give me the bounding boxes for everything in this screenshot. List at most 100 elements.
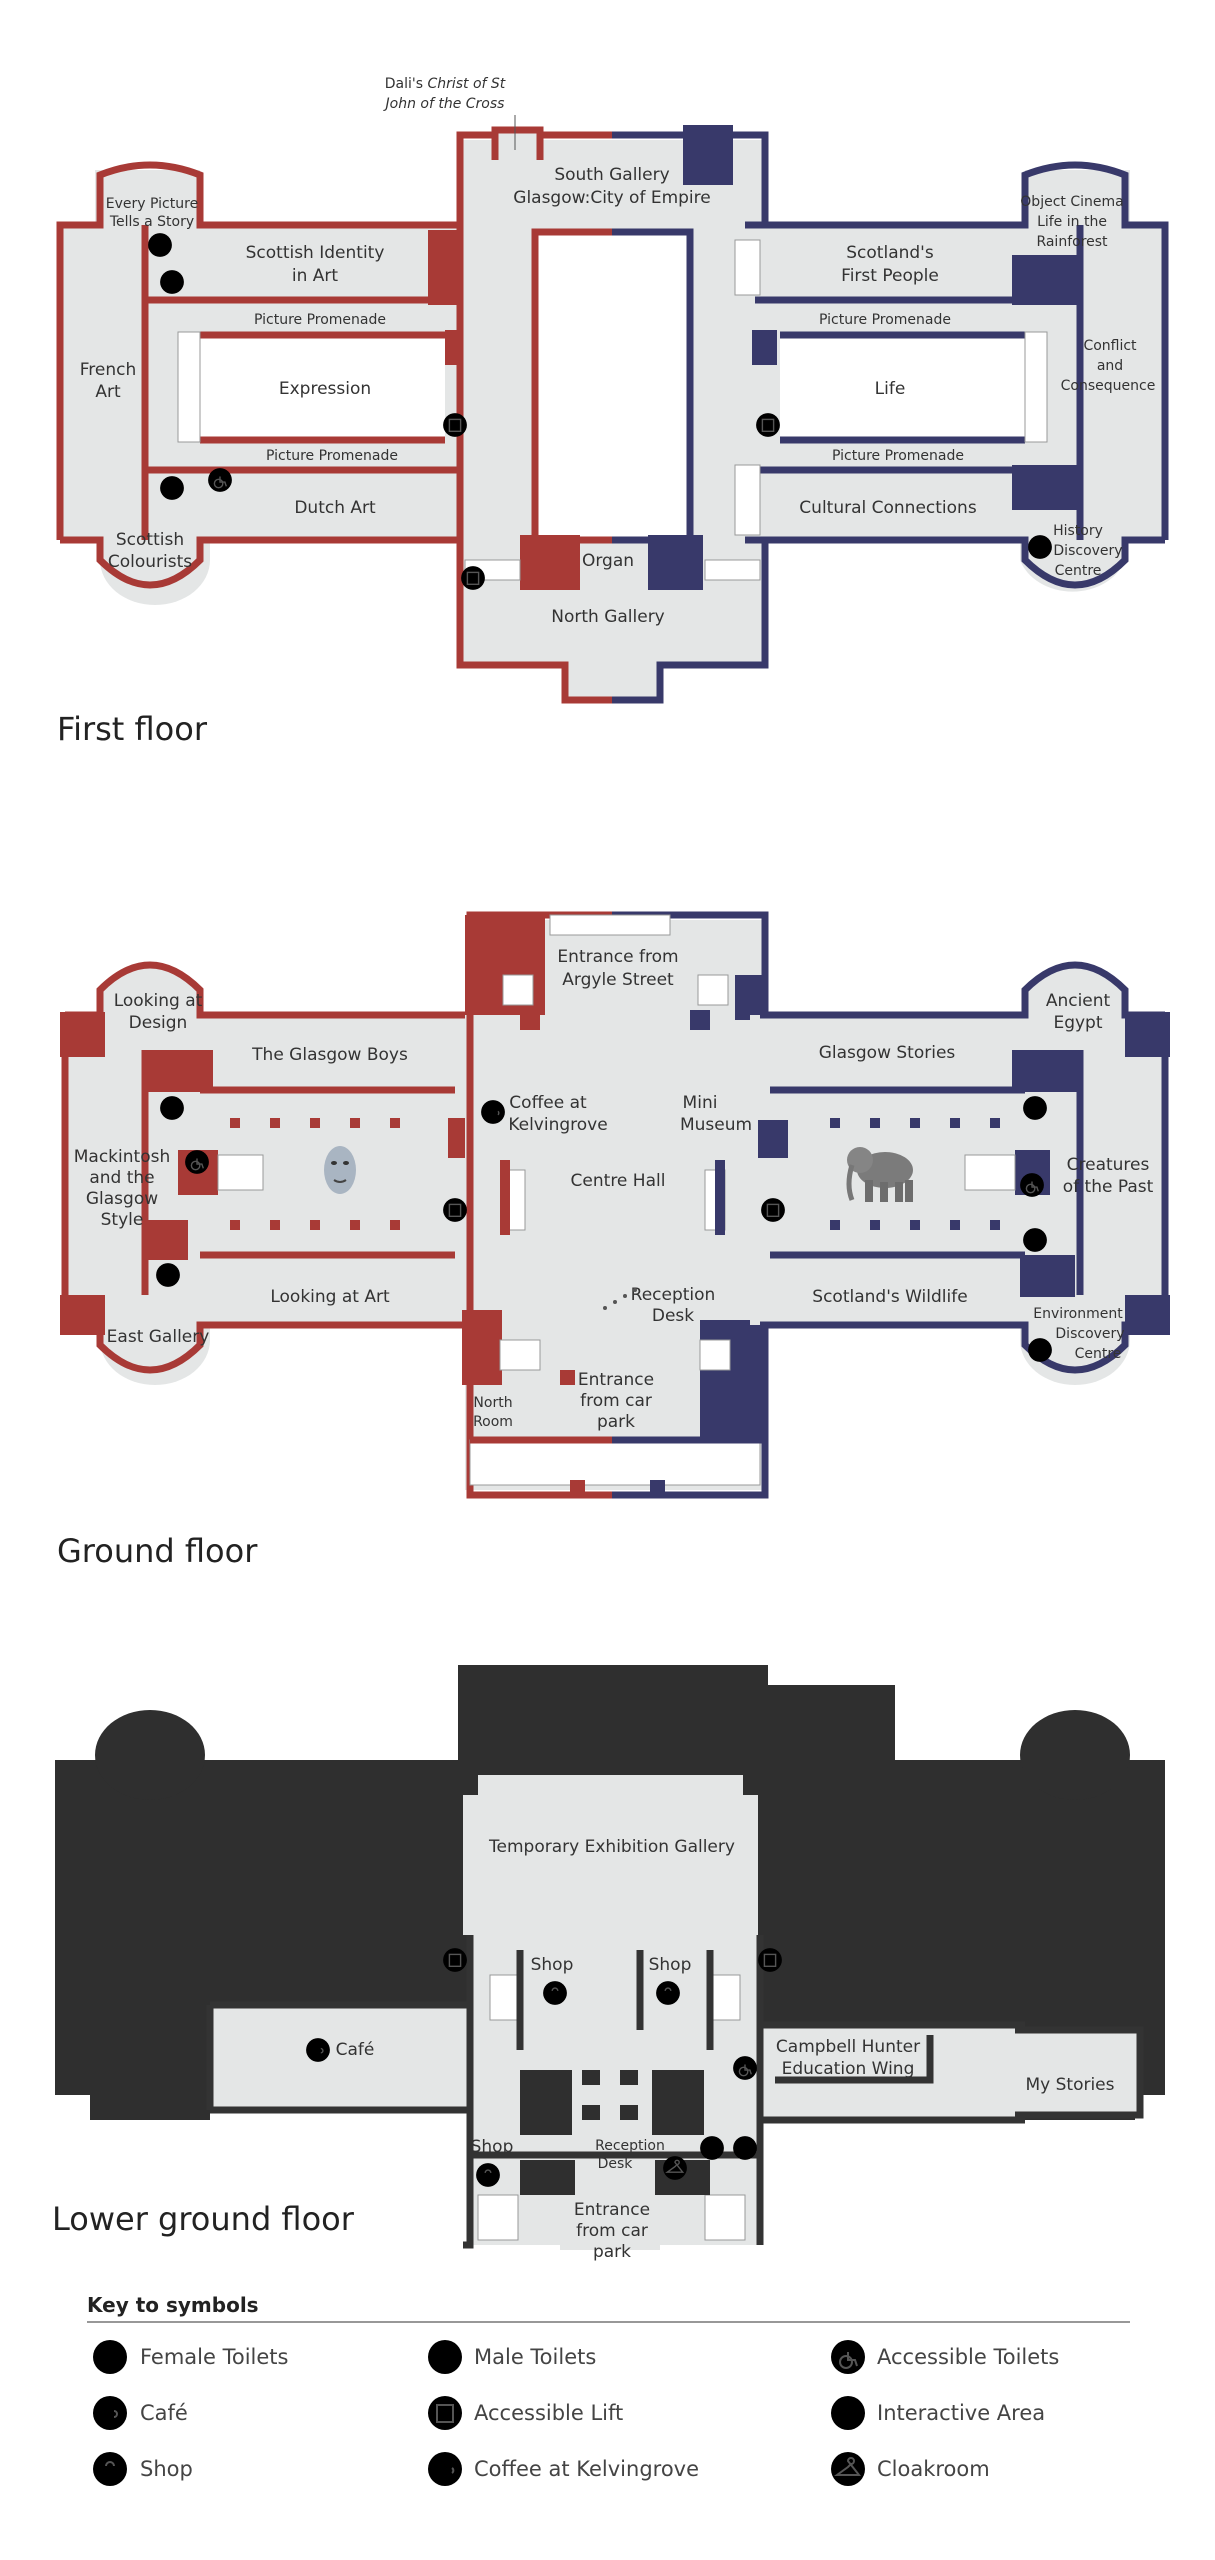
first-floor-plan: Dali's Christ of St John of the Cross So… xyxy=(56,76,1169,748)
label-life: Life xyxy=(875,379,906,399)
label-campbell-hunter: Campbell Hunter xyxy=(776,2037,920,2057)
label-object-cinema: Object Cinema xyxy=(1020,194,1123,210)
label-glasgow-boys: The Glasgow Boys xyxy=(251,1045,408,1065)
label-ancient-egypt: Ancient xyxy=(1046,991,1111,1011)
label-shop-bottom: Shop xyxy=(471,2137,514,2157)
label-scottish-identity: Scottish Identity xyxy=(246,243,385,263)
label-object-cinema-line3: Rainforest xyxy=(1036,234,1108,250)
floor-title-ground: Ground floor xyxy=(57,1532,258,1570)
label-glasgow-city-of-empire: Glasgow:City of Empire xyxy=(513,188,710,208)
key-label-accessible-lift: Accessible Lift xyxy=(474,2401,623,2425)
label-lower-entrance-line3: park xyxy=(593,2242,631,2262)
label-creatures-of-the-past: Creatures xyxy=(1067,1155,1150,1175)
label-expression: Expression xyxy=(279,379,371,399)
label-scotlands-first-people: Scotland's xyxy=(846,243,934,263)
label-lower-entrance-line2: from car xyxy=(576,2221,648,2241)
cafe-icon xyxy=(92,2395,128,2431)
label-scottish-identity-line2: in Art xyxy=(292,266,339,286)
shop-icon xyxy=(475,2162,501,2188)
key-label-shop: Shop xyxy=(140,2457,193,2481)
interactive-area-icon xyxy=(1028,1338,1052,1362)
label-every-picture: Every Picture xyxy=(106,196,198,212)
label-coffee-kelvingrove: Coffee at xyxy=(509,1093,587,1113)
key-label-interactive-area: Interactive Area xyxy=(877,2401,1045,2425)
accessible-lift-icon xyxy=(442,412,468,438)
symbol-key: Key to symbols Female Toilets Male Toile… xyxy=(87,2293,1130,2487)
coffee-icon xyxy=(427,2451,463,2487)
key-label-female-toilets: Female Toilets xyxy=(140,2345,288,2369)
label-environment-discovery: Environment xyxy=(1033,1306,1123,1322)
male-toilets-icon xyxy=(156,1263,180,1287)
label-lower-reception-line2: Desk xyxy=(598,2156,634,2172)
key-label-coffee: Coffee at Kelvingrove xyxy=(474,2457,699,2481)
label-organ: Organ xyxy=(582,551,634,571)
reception-dots xyxy=(603,1288,637,1310)
label-environment-discovery-line3: Centre xyxy=(1075,1346,1122,1362)
label-mini-museum-line2: Museum xyxy=(680,1115,752,1135)
key-label-cloakroom: Cloakroom xyxy=(877,2457,990,2481)
accessible-toilets-icon xyxy=(207,467,233,493)
head-sculpture-icon xyxy=(324,1146,356,1194)
accessible-toilets-icon xyxy=(732,2055,758,2081)
female-toilets-icon xyxy=(700,2136,724,2160)
shop-icon xyxy=(655,1980,681,2006)
label-cultural-connections: Cultural Connections xyxy=(799,498,977,518)
label-history-discovery-line2: Discovery xyxy=(1053,543,1122,559)
label-scotlands-wildlife: Scotland's Wildlife xyxy=(812,1287,967,1307)
label-my-stories: My Stories xyxy=(1025,2075,1114,2095)
key-label-cafe: Café xyxy=(140,2401,188,2425)
label-glasgow-stories: Glasgow Stories xyxy=(819,1043,956,1063)
label-history-discovery-line3: Centre xyxy=(1055,563,1102,579)
label-shop-left: Shop xyxy=(531,1955,574,1975)
label-mini-museum: Mini xyxy=(683,1093,718,1113)
label-history-discovery: History xyxy=(1053,523,1103,539)
ground-left-pillars xyxy=(230,1118,400,1230)
label-lower-entrance: Entrance xyxy=(574,2200,650,2220)
label-entrance-car-park: Entrance xyxy=(578,1370,654,1390)
ground-right-pillars xyxy=(830,1118,1000,1230)
label-campbell-hunter-line2: Education Wing xyxy=(782,2059,915,2079)
shop-icon xyxy=(92,2451,128,2487)
label-mackintosh-line3: Glasgow xyxy=(86,1189,158,1209)
label-dali: Dali's Christ of St xyxy=(385,76,506,92)
label-every-picture-line2: Tells a Story xyxy=(109,214,194,230)
accessible-lift-icon xyxy=(757,1947,783,1973)
key-title: Key to symbols xyxy=(87,2293,259,2317)
label-reception-desk-line2: Desk xyxy=(652,1306,694,1326)
accessible-lift-icon xyxy=(442,1197,468,1223)
cafe-icon xyxy=(305,2037,331,2063)
floor-title-lower: Lower ground floor xyxy=(52,2200,355,2238)
male-toilets-icon xyxy=(733,2136,757,2160)
label-dali-line2: John of the Cross xyxy=(383,96,505,112)
label-french-art-line2: Art xyxy=(95,382,121,402)
elephant-icon xyxy=(846,1147,913,1202)
cloakroom-icon xyxy=(662,2155,688,2181)
label-entrance-argyle-line2: Argyle Street xyxy=(562,970,674,990)
label-dutch-art: Dutch Art xyxy=(294,498,376,518)
accessible-toilets-icon xyxy=(830,2339,866,2375)
male-toilets-icon xyxy=(428,2340,462,2374)
label-temporary-exhibition: Temporary Exhibition Gallery xyxy=(488,1837,735,1857)
female-toilets-icon xyxy=(93,2340,127,2374)
label-shop-right: Shop xyxy=(649,1955,692,1975)
female-toilets-icon xyxy=(160,270,184,294)
label-mackintosh: Mackintosh xyxy=(74,1147,170,1167)
cloakroom-icon xyxy=(830,2451,866,2487)
female-toilets-icon xyxy=(1023,1228,1047,1252)
accessible-toilets-icon xyxy=(184,1149,210,1175)
female-toilets-icon xyxy=(160,1096,184,1120)
label-east-gallery: East Gallery xyxy=(107,1327,210,1347)
label-conflict-line3: Consequence xyxy=(1061,378,1156,394)
key-label-accessible-toilets: Accessible Toilets xyxy=(877,2345,1059,2369)
accessible-lift-icon xyxy=(460,565,486,591)
label-ancient-egypt-line2: Egypt xyxy=(1053,1013,1102,1033)
label-mackintosh-line2: and the xyxy=(89,1168,154,1188)
label-centre-hall: Centre Hall xyxy=(571,1171,666,1191)
label-south-gallery: South Gallery xyxy=(554,165,669,185)
interactive-area-icon xyxy=(148,233,172,257)
coffee-icon xyxy=(480,1099,506,1125)
label-entrance-car-park-line2: from car xyxy=(580,1391,652,1411)
floor-title-first: First floor xyxy=(57,710,208,748)
label-looking-at-art: Looking at Art xyxy=(270,1287,390,1307)
